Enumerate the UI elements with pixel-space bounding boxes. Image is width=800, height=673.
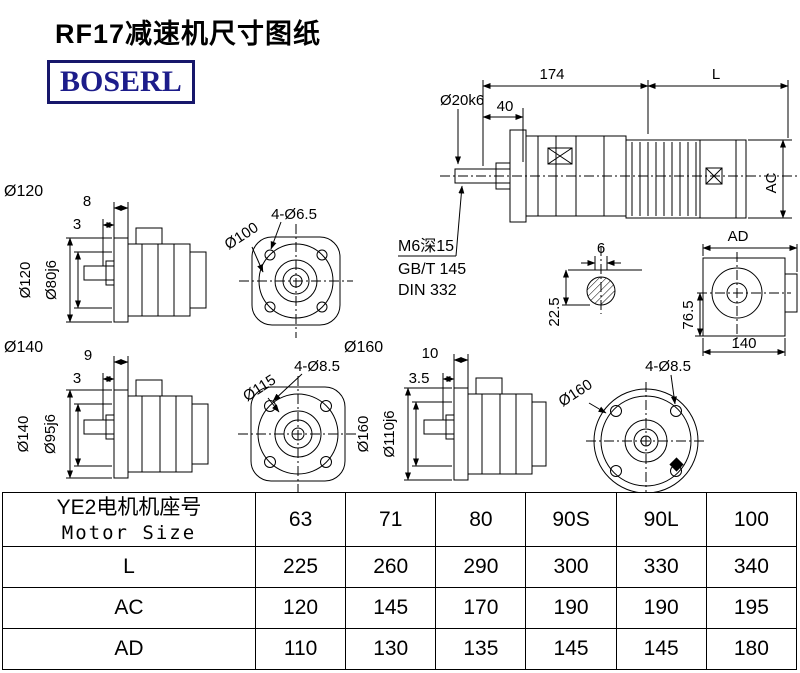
dia-140-label: Ø140 bbox=[15, 416, 32, 453]
flange-140-label: Ø140 bbox=[4, 339, 43, 356]
dim-76-5: 76.5 bbox=[680, 300, 697, 329]
main-assembly-view: 174 L 40 Ø20k6 AC bbox=[440, 66, 798, 223]
dim-9: 9 bbox=[84, 347, 92, 364]
dim-10: 10 bbox=[422, 345, 439, 362]
dim-AC: AC bbox=[763, 172, 780, 193]
table-cell: 120 bbox=[254, 587, 347, 629]
note-gbt: GB/T 145 bbox=[398, 261, 466, 278]
dim-key-depth: 22.5 bbox=[546, 297, 563, 326]
dim-3b: 3 bbox=[73, 370, 81, 387]
table-header-row: YE2电机机座号 Motor Size 63 71 80 90S 90L 100 bbox=[2, 492, 798, 547]
output-side-view: AD 76.5 140 bbox=[680, 228, 798, 356]
table-cell: 110 bbox=[254, 628, 347, 670]
table-row: AC 120 145 170 190 190 195 bbox=[2, 587, 798, 629]
dimension-table: YE2电机机座号 Motor Size 63 71 80 90S 90L 100… bbox=[2, 492, 798, 670]
table-cell: 190 bbox=[615, 587, 707, 629]
flange-120-front-view: 4-Ø6.5 Ø100 bbox=[222, 206, 353, 338]
dia-160-label: Ø160 bbox=[355, 416, 372, 453]
thread-notes: M6深15 GB/T 145 DIN 332 bbox=[398, 185, 466, 299]
dia-100-label: Ø100 bbox=[222, 219, 262, 253]
flange-160-front-view: 4-Ø8.5 Ø160 bbox=[556, 358, 706, 492]
table-cell: 260 bbox=[345, 546, 437, 588]
table-row: AD 110 130 135 145 145 180 bbox=[2, 628, 798, 670]
shaft-diameter-label: Ø20k6 bbox=[440, 92, 484, 109]
table-col-header: 63 bbox=[254, 492, 347, 547]
flange-140-section-view: Ø140 9 3 Ø140 Ø95j6 bbox=[4, 339, 209, 479]
page-title: RF17减速机尺寸图纸 bbox=[55, 19, 322, 49]
table-cell: 340 bbox=[705, 546, 798, 588]
motor-size-label-en: Motor Size bbox=[61, 521, 197, 544]
table-cell: 135 bbox=[435, 628, 527, 670]
table-cell: 190 bbox=[525, 587, 617, 629]
dim-40: 40 bbox=[497, 98, 514, 115]
table-cell: 145 bbox=[615, 628, 707, 670]
table-row: L 225 260 290 300 330 340 bbox=[2, 546, 798, 588]
table-cell: 195 bbox=[705, 587, 798, 629]
note-thread: M6深15 bbox=[398, 237, 454, 255]
dim-174: 174 bbox=[539, 66, 564, 83]
table-col-header: 100 bbox=[705, 492, 798, 547]
motor-size-label-cn: YE2电机机座号 bbox=[56, 495, 202, 519]
dia-80j6-label: Ø80j6 bbox=[43, 260, 60, 300]
holes-4-d8-5: 4-Ø8.5 bbox=[294, 358, 340, 375]
dim-8: 8 bbox=[83, 193, 91, 210]
dia-160b-label: Ø160 bbox=[556, 376, 596, 410]
note-din: DIN 332 bbox=[398, 282, 457, 299]
table-cell: 170 bbox=[435, 587, 527, 629]
holes-4-d6-5: 4-Ø6.5 bbox=[271, 206, 317, 223]
table-cell: 180 bbox=[705, 628, 798, 670]
table-cell: 290 bbox=[435, 546, 527, 588]
dim-140: 140 bbox=[731, 335, 756, 352]
dia-115-label: Ø115 bbox=[240, 371, 279, 405]
section-marker bbox=[669, 457, 684, 472]
technical-drawing: 174 L 40 Ø20k6 AC M6深15 GB/T 145 DIN 332 bbox=[4, 66, 798, 492]
table-col-header: 90L bbox=[615, 492, 707, 547]
dim-AD: AD bbox=[728, 228, 749, 245]
dia-110j6-label: Ø110j6 bbox=[381, 410, 398, 457]
holes-4-d8-5b: 4-Ø8.5 bbox=[645, 358, 691, 375]
table-col-header: 90S bbox=[525, 492, 617, 547]
table-cell: 225 bbox=[254, 546, 347, 588]
table-col-header: 71 bbox=[345, 492, 437, 547]
table-cell: 300 bbox=[525, 546, 617, 588]
dim-3: 3 bbox=[73, 216, 81, 233]
flange-140-front-view: 4-Ø8.5 Ø115 bbox=[238, 358, 358, 492]
table-cell: 145 bbox=[345, 587, 437, 629]
dim-3-5: 3.5 bbox=[409, 370, 430, 387]
table-row-label: L bbox=[2, 546, 256, 588]
table-row-label: AC bbox=[2, 587, 256, 629]
table-col-header: 80 bbox=[435, 492, 527, 547]
shaft-key-detail: 6 22.5 bbox=[546, 240, 642, 327]
brand-logo: BOSERL bbox=[47, 60, 195, 104]
flange-120-section-view: Ø120 8 3 Ø120 Ø80j6 bbox=[4, 183, 207, 323]
table-row-label: AD bbox=[2, 628, 256, 670]
dia-120-label: Ø120 bbox=[17, 262, 34, 299]
flange-160-section-view: Ø160 10 3.5 Ø160 Ø110j6 bbox=[344, 339, 547, 481]
dim-L: L bbox=[712, 66, 720, 83]
motor-size-header: YE2电机机座号 Motor Size bbox=[2, 492, 256, 547]
flange-120-label: Ø120 bbox=[4, 183, 43, 200]
flange-160-label: Ø160 bbox=[344, 339, 383, 356]
table-cell: 330 bbox=[615, 546, 707, 588]
table-cell: 130 bbox=[345, 628, 437, 670]
table-cell: 145 bbox=[525, 628, 617, 670]
dia-95j6-label: Ø95j6 bbox=[42, 414, 59, 454]
